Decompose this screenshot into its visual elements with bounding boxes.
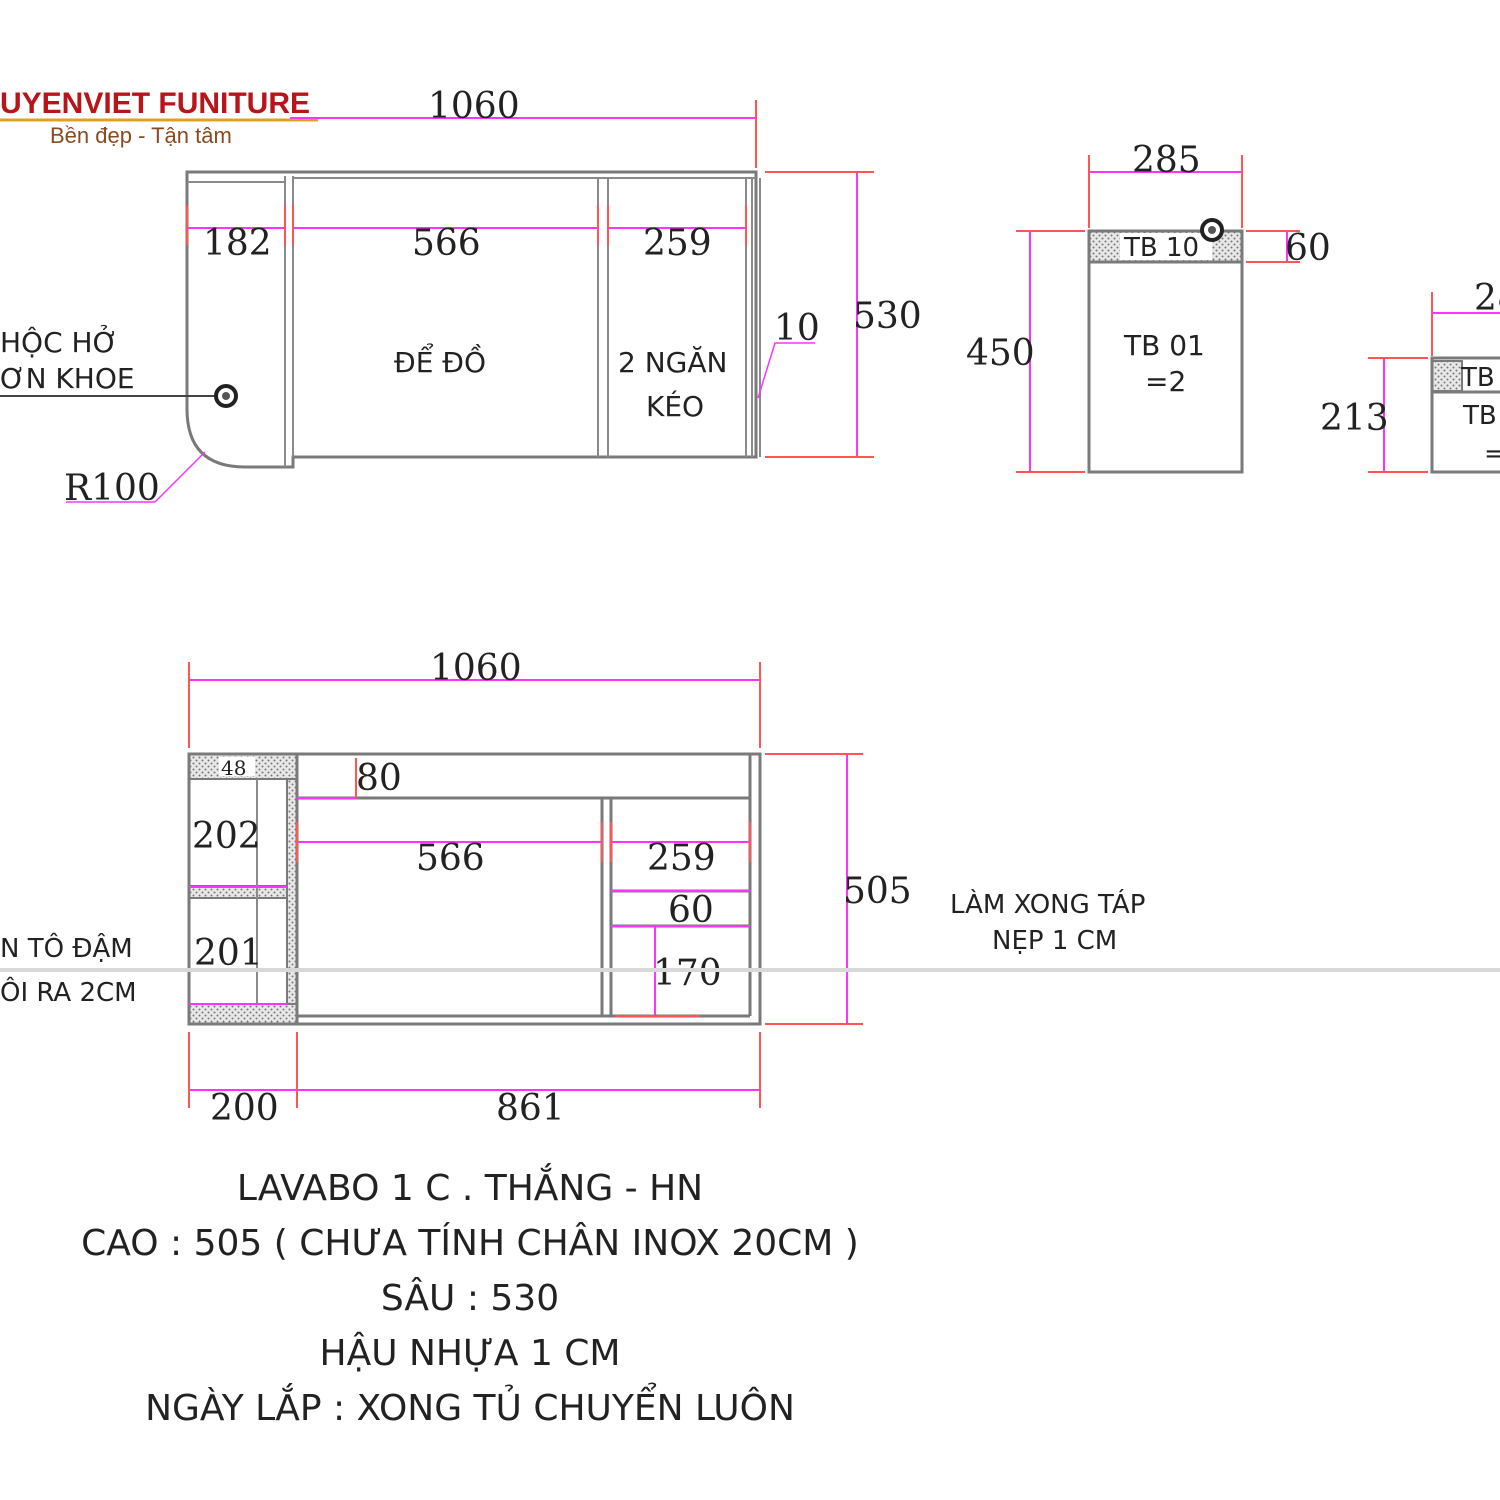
front-view: 1060 48 80 202 201 566 [0, 648, 1145, 1129]
front-bottom-width-2: 861 [496, 1088, 565, 1129]
brand-name: UYENVIET FUNITURE [0, 87, 310, 120]
top-comp-1: 182 [203, 223, 272, 264]
front-left-note-2: ÔI RA 2CM [0, 976, 137, 1008]
front-right-note-1: LÀM XONG TÁP [950, 888, 1145, 920]
side1-height: 450 [966, 333, 1035, 374]
side2-top-label: TB [1460, 363, 1495, 393]
top-comp-3: 259 [643, 223, 712, 264]
side1-top-band: 60 [1285, 228, 1331, 269]
front-top-gap: 80 [356, 758, 402, 799]
drawers-label-1: 2 NGĂN [618, 345, 727, 379]
top-view-outline [185, 170, 758, 469]
open-niche-label-2: ƠN KHOE [0, 362, 135, 395]
top-back-panel: 10 [774, 308, 820, 349]
side2-body-label-1: TB [1462, 401, 1497, 431]
front-right-section-2: 170 [653, 953, 722, 994]
front-left-height-2: 201 [194, 933, 263, 974]
caption-line-4: HẬU NHỰA 1 CM [320, 1332, 621, 1374]
side1-knob-icon [1200, 218, 1224, 242]
top-overall-width: 1060 [428, 86, 520, 127]
side1-width: 285 [1132, 140, 1201, 181]
caption-line-2: CAO : 505 ( CHƯA TÍNH CHÂN INOX 20CM ) [81, 1222, 859, 1264]
front-height: 505 [843, 871, 912, 912]
side1-body-label-1: TB 01 [1123, 329, 1205, 362]
top-comp-2: 566 [412, 223, 481, 264]
caption-line-5: NGÀY LẮP : XONG TỦ CHUYỂN LUÔN [145, 1382, 795, 1429]
shelf-label: ĐỂ ĐỒ [394, 342, 486, 379]
side2-body-label-2: = [1484, 439, 1500, 469]
top-radius: R100 [64, 468, 160, 509]
front-small-mark: 48 [221, 756, 246, 780]
side2-width: 28 [1474, 278, 1500, 319]
open-niche-label-1: HỘC HỞ [0, 323, 118, 359]
front-left-height-1: 202 [192, 816, 261, 857]
side1-outline [1087, 229, 1244, 474]
front-overall-width: 1060 [430, 648, 522, 689]
side1-top-label: TB 10 [1123, 233, 1199, 263]
caption-line-1: LAVABO 1 C . THẮNG - HN [237, 1162, 703, 1209]
caption-line-3: SÂU : 530 [381, 1277, 559, 1319]
drawers-label-2: KÉO [646, 389, 704, 423]
front-middle-width: 566 [416, 838, 485, 879]
top-view: 1060 182 566 259 530 10 HỘC HỞ [0, 86, 922, 509]
knob-icon [214, 384, 238, 408]
front-bottom-width-1: 200 [210, 1088, 279, 1129]
top-depth: 530 [853, 296, 922, 337]
front-left-note-1: N TÔ ĐẬM [0, 932, 133, 964]
caption-block: LAVABO 1 C . THẮNG - HN CAO : 505 ( CHƯA… [81, 1162, 859, 1429]
side2-height: 213 [1320, 398, 1389, 439]
front-view-outline [187, 752, 762, 1026]
side-view-2: 28 TB TB = 213 [1320, 278, 1500, 474]
front-right-note-2: NẸP 1 CM [992, 926, 1117, 956]
brand-tagline: Bền đẹp - Tận tâm [50, 123, 232, 148]
side-view-1: 285 TB 10 450 60 TB 01 =2 [966, 140, 1331, 474]
side1-body-label-2: =2 [1145, 365, 1186, 398]
front-right-width: 259 [647, 838, 716, 879]
brand-block: UYENVIET FUNITURE Bền đẹp - Tận tâm [0, 87, 318, 148]
front-right-section-1: 60 [668, 890, 714, 931]
